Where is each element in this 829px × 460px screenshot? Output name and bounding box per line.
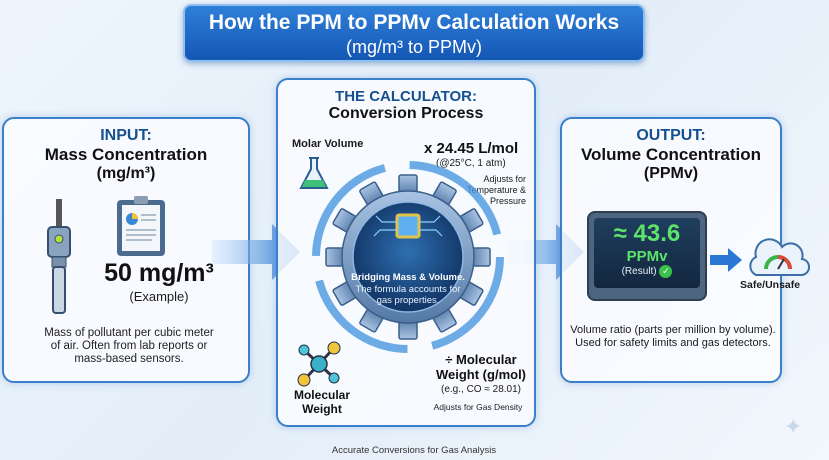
molecular-weight-note: Adjusts for Gas Density — [433, 402, 523, 412]
conversion-cycle-gear — [312, 161, 504, 353]
input-value-note: (Example) — [129, 289, 189, 304]
molar-note: Adjusts for Temperature & Pressure — [466, 174, 526, 206]
molecule-icon — [297, 341, 341, 387]
result-note: (Result) ✓ — [594, 265, 700, 278]
check-icon: ✓ — [659, 265, 673, 278]
output-heading: OUTPUT: — [636, 127, 706, 144]
result-display: ≈ 43.6 PPMv (Result) ✓ — [587, 211, 707, 301]
output-title: Volume Concentration — [580, 145, 762, 164]
title-line1: How the PPM to PPMv Calculation Works — [208, 11, 620, 34]
output-unit: (PPMv) — [643, 165, 699, 182]
title-line2: (mg/m³ to PPMv) — [345, 37, 482, 57]
molecular-weight-example: (e.g., CO ≈ 28.01) — [441, 384, 521, 395]
molecular-weight-value: ÷ Molecular Weight (g/mol) — [435, 352, 527, 382]
gear-title: Bridging Mass & Volume. — [351, 272, 465, 283]
gear-text: The formula accounts for gas properties. — [355, 284, 461, 306]
safety-label: Safe/Unsafe — [740, 279, 801, 291]
output-description: Volume ratio (parts per million by volum… — [570, 324, 776, 349]
input-heading: INPUT: — [100, 127, 152, 144]
molar-volume-value: x 24.45 L/mol — [424, 140, 519, 157]
molar-volume-label: Molar Volume — [292, 138, 364, 150]
molar-conditions: (@25°C, 1 atm) — [436, 158, 506, 169]
title-banner: How the PPM to PPMv Calculation Works (m… — [183, 4, 645, 62]
output-panel: OUTPUT: Volume Concentration (PPMv) ≈ 43… — [560, 117, 782, 383]
input-description: Mass of pollutant per cubic meter of air… — [44, 327, 214, 365]
sensor-probe-icon — [47, 199, 71, 314]
calculator-heading: THE CALCULATOR: — [335, 88, 477, 105]
result-value: ≈ 43.6 — [613, 220, 681, 247]
footer-caption: Accurate Conversions for Gas Analysis — [331, 445, 497, 456]
input-unit: (mg/m³) — [96, 165, 156, 182]
calculator-title: Conversion Process — [328, 105, 484, 122]
input-value: 50 mg/m³ — [104, 259, 214, 287]
molecular-weight-label: Molecular Weight — [293, 388, 350, 416]
cloud-gauge-icon — [749, 238, 810, 277]
input-panel: INPUT: Mass Concentration (mg/m³) 50 mg/… — [2, 117, 250, 383]
arrow-right-icon — [710, 248, 742, 272]
result-unit: PPMv — [626, 248, 668, 265]
input-title: Mass Concentration — [44, 145, 208, 164]
flask-icon — [299, 157, 329, 189]
calculator-panel: THE CALCULATOR: Conversion Process Molar… — [276, 78, 536, 427]
sparkle-icon: ✦ — [784, 414, 803, 439]
clipboard-report-icon — [117, 196, 165, 256]
